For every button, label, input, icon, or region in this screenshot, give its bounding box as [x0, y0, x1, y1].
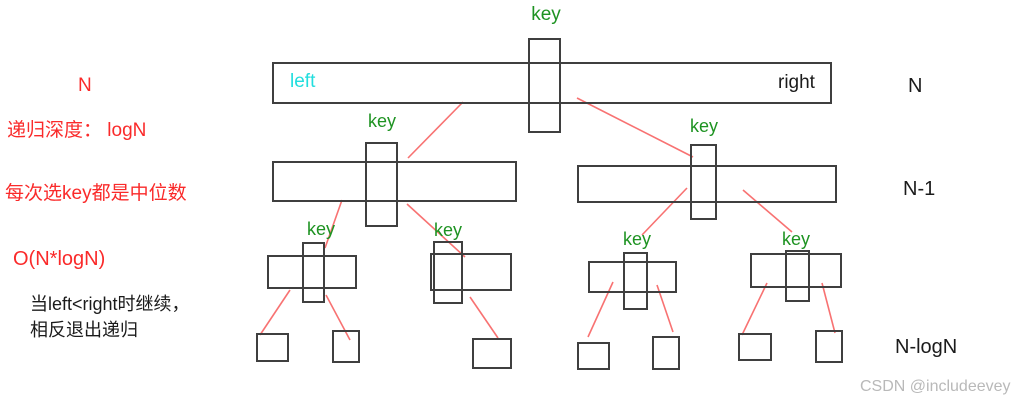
leaf-6 — [738, 333, 772, 361]
array-level3-1 — [267, 255, 357, 289]
key-rect-level2-right — [690, 144, 717, 220]
note-n: N — [78, 75, 92, 96]
array-level3-2 — [430, 253, 512, 291]
array-level3-4 — [750, 253, 842, 288]
key-label-level3-1: key — [306, 219, 336, 239]
key-label-level2-left: key — [367, 111, 397, 131]
key-rect-level3-3 — [623, 252, 648, 310]
key-rect-level2-left — [365, 142, 398, 227]
note-complexity: O(N*logN) — [13, 248, 106, 270]
right-pointer-label: right — [778, 72, 815, 93]
note-cond-1: 当left<right时继续， — [30, 294, 190, 314]
key-rect-level3-2 — [433, 241, 463, 304]
array-level3-3 — [588, 261, 677, 293]
key-label-level3-2: key — [433, 220, 463, 240]
level-size-n: N — [908, 75, 923, 97]
leaf-2 — [332, 330, 360, 363]
partition-line-12 — [741, 282, 768, 336]
array-level1 — [272, 62, 832, 104]
key-label-level1: key — [531, 4, 561, 25]
csdn-watermark: CSDN @includeevey — [860, 378, 1011, 395]
left-pointer-label: left — [290, 71, 316, 92]
level-size-nlogn: N-logN — [895, 336, 958, 358]
partition-line-2 — [576, 97, 694, 158]
key-label-level2-right: key — [689, 116, 719, 136]
partition-line-1 — [407, 101, 464, 159]
note-cond-2: 相反退出递归 — [30, 320, 138, 340]
key-label-level3-3: key — [622, 229, 652, 249]
partition-line-9 — [469, 296, 499, 339]
note-depth: 递归深度： logN — [7, 120, 147, 141]
key-rect-level3-1 — [302, 242, 325, 303]
leaf-1 — [256, 333, 289, 362]
key-rect-level3-4 — [785, 250, 810, 302]
partition-line-7 — [259, 289, 291, 336]
array-level2-right — [577, 165, 837, 203]
level-size-n1: N-1 — [903, 178, 936, 200]
key-rect-level1 — [528, 38, 561, 133]
leaf-7 — [815, 330, 843, 363]
key-label-level3-4: key — [781, 229, 811, 249]
leaf-3 — [472, 338, 512, 369]
leaf-5 — [652, 336, 680, 370]
partition-line-13 — [821, 282, 836, 334]
array-level2-left — [272, 161, 517, 202]
leaf-4 — [577, 342, 610, 370]
note-median: 每次选key都是中位数 — [5, 183, 187, 204]
